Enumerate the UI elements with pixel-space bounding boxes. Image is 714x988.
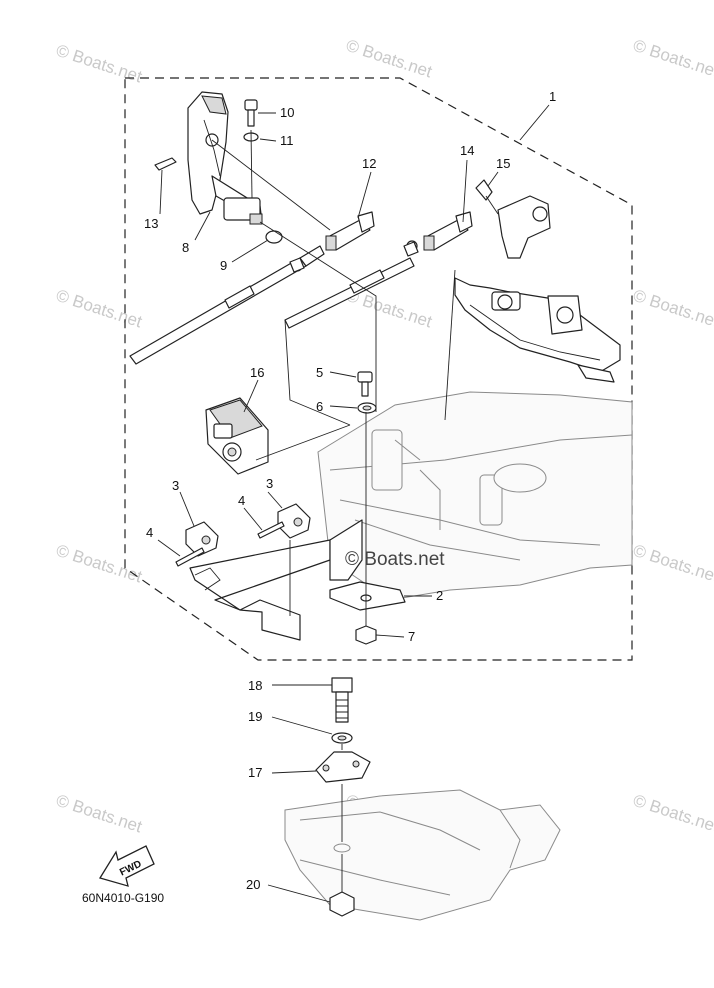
- drawing-code: 60N4010-G190: [82, 891, 164, 905]
- part-3-clamp-left: [185, 521, 219, 557]
- watermark: © Boats.net: [631, 36, 714, 82]
- callout-8: 8: [182, 240, 189, 255]
- callout-13: 13: [144, 216, 158, 231]
- watermark: © Boats.net: [631, 286, 714, 332]
- part-14-cable-joint: [423, 211, 473, 251]
- watermark: © Boats.net: [344, 36, 435, 82]
- callout-10: 10: [280, 105, 294, 120]
- part-7-nut: [355, 625, 377, 645]
- callout-7: 7: [408, 629, 415, 644]
- callout-9: 9: [220, 258, 227, 273]
- callout-4a: 4: [146, 525, 153, 540]
- part-5-screw: [357, 371, 373, 397]
- callout-15: 15: [496, 156, 510, 171]
- callout-18: 18: [248, 678, 262, 693]
- part-9-oring: [265, 230, 283, 244]
- part-6-washer-hole: [362, 405, 372, 411]
- center-watermark: © Boats.net: [345, 549, 445, 570]
- engine-housing: [317, 391, 633, 601]
- callout-14: 14: [460, 143, 474, 158]
- callout-3a: 3: [172, 478, 179, 493]
- nut-icon: [403, 241, 419, 257]
- part-17-plate: [315, 751, 371, 783]
- part-20-nut: [329, 891, 355, 917]
- watermark: © Boats.net: [631, 541, 714, 587]
- watermark: © Boats.net: [631, 791, 714, 837]
- callout-17: 17: [248, 765, 262, 780]
- callout-16: 16: [250, 365, 264, 380]
- mount-bracket: [284, 789, 561, 921]
- watermark: © Boats.net: [54, 41, 145, 87]
- part-2-bracket: [189, 519, 406, 641]
- assembly-boundary: [124, 77, 633, 661]
- part-3-clamp-right: [277, 503, 311, 539]
- callout-labels: 1 10 11 12 14 15 13 8 9 16 5 6 3 3 4 4 2…: [144, 89, 556, 892]
- callout-12: 12: [362, 156, 376, 171]
- part-13-pin: [154, 157, 177, 171]
- callout-20: 20: [246, 877, 260, 892]
- callout-6: 6: [316, 399, 323, 414]
- part-19-washer-hole: [337, 735, 347, 741]
- leader-lines: [157, 104, 550, 903]
- callout-2: 2: [436, 588, 443, 603]
- part-4-pin-right: [257, 521, 285, 539]
- watermark: © Boats.net: [54, 791, 145, 837]
- callout-11: 11: [280, 133, 294, 148]
- part-4-pin-left: [175, 547, 205, 567]
- callout-3b: 3: [266, 476, 273, 491]
- nut-icon: [289, 257, 305, 273]
- part-10-bolt: [244, 99, 258, 127]
- linkage-assembly: [454, 277, 621, 383]
- part-16-grommet: [205, 397, 269, 475]
- part-15-lever: [475, 179, 551, 259]
- part-8-grip: [187, 91, 263, 225]
- callout-19: 19: [248, 709, 262, 724]
- part-18-bolt: [331, 677, 353, 723]
- callout-1: 1: [549, 89, 556, 104]
- watermark: © Boats.net: [54, 286, 145, 332]
- callout-4b: 4: [238, 493, 245, 508]
- part-12-cable-joint: [325, 211, 375, 251]
- callout-5: 5: [316, 365, 323, 380]
- fwd-arrow-icon: FWD: [98, 845, 155, 887]
- watermark: © Boats.net: [54, 541, 145, 587]
- relation-lines: [211, 129, 456, 626]
